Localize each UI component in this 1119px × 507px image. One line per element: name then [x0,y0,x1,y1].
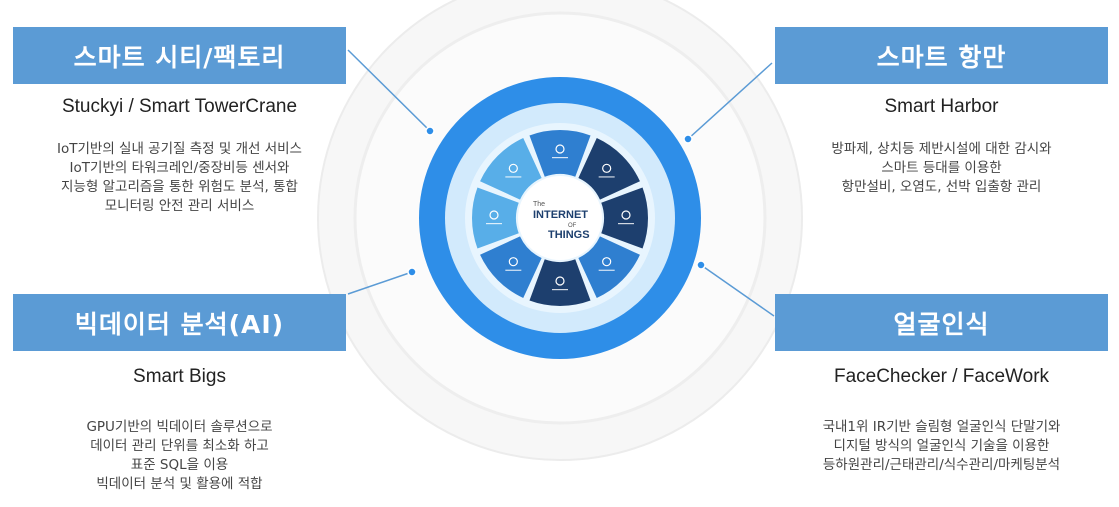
center-internet: INTERNET [533,209,588,221]
desc-line: 방파제, 상치등 제반시설에 대한 감시와 [831,141,1052,157]
segment-caption-mark [505,176,522,178]
segment-icon [555,276,565,286]
segment-icon [602,163,612,173]
segment-icon [508,163,518,173]
segment-caption-mark [552,157,568,159]
connector-dot-bottom-left [407,267,417,277]
desc-line: IoT기반의 타워크레인/중장비등 센서와 [69,160,290,176]
iot-segment [578,236,640,298]
iot-segment [601,187,648,249]
center-the: The [533,201,545,208]
panel-desc-smart-city: IoT기반의 실내 공기질 측정 및 개선 서비스 IoT기반의 타워크레인/중… [13,140,346,216]
connector-top-right [687,62,773,140]
panel-desc-smart-harbor: 방파제, 상치등 제반시설에 대한 감시와 스마트 등대를 이용한 항만설비, … [775,140,1108,197]
iot-segment [480,236,542,298]
panel-title-big-data: 빅데이터 분석(AI) [13,294,346,351]
segment-caption-mark [552,289,568,291]
panel-title-face-recognition: 얼굴인식 [775,294,1108,351]
panel-subtitle-face-recognition: FaceChecker / FaceWork [833,366,1050,387]
panel-desc-face-recognition: 국내1위 IR기반 슬림형 얼굴인식 단말기와 디지털 방식의 얼굴인식 기술을… [775,418,1108,475]
panel-subtitle-big-data: Smart Bigs [133,366,226,387]
connector-bottom-right [700,264,775,317]
desc-line: 등하원관리/근태관리/식수관리/마케팅분석 [822,457,1061,473]
center-disc [518,176,602,260]
desc-line: 국내1위 IR기반 슬림형 얼굴인식 단말기와 [822,419,1061,435]
segment-icon [489,210,499,220]
iot-segment [578,138,640,200]
connector-top-left [347,49,431,132]
panel-title-smart-city: 스마트 시티/팩토리 [13,27,346,84]
center-things: THINGS [548,229,590,241]
connector-dot-top-right [683,134,693,144]
segment-caption-mark [618,223,634,225]
desc-line: 데이터 관리 단위를 최소화 하고 [90,438,269,454]
panel-title-smart-harbor: 스마트 항만 [775,27,1108,84]
iot-segments [472,130,648,306]
iot-segment [529,259,591,306]
center-of: OF [568,223,577,229]
connector-dot-bottom-right [696,260,706,270]
segment-caption-mark [505,269,522,271]
iot-segment [480,138,542,200]
desc-line: IoT기반의 실내 공기질 측정 및 개선 서비스 [57,141,302,157]
panel-desc-big-data: GPU기반의 빅데이터 솔루션으로 데이터 관리 단위를 최소화 하고 표준 S… [13,418,346,494]
desc-line: GPU기반의 빅데이터 솔루션으로 [86,419,273,435]
panel-subtitle-smart-harbor: Smart Harbor [884,96,999,117]
desc-line: 디지털 방식의 얼굴인식 기술을 이용한 [833,438,1050,454]
segment-icon [602,257,612,267]
segment-caption-mark [598,176,615,178]
desc-line: 스마트 등대를 이용한 [881,160,1002,176]
iot-segment [472,187,519,249]
segment-caption-mark [598,269,615,271]
segment-caption-mark [486,223,502,225]
segment-icon [555,144,565,154]
connector-bottom-left [347,271,413,295]
desc-line: 표준 SQL을 이용 [130,457,229,473]
segment-icon [508,257,518,267]
desc-line: 모니터링 안전 관리 서비스 [104,198,255,214]
desc-line: 항만설비, 오염도, 선박 입출항 관리 [841,179,1042,195]
connector-dot-top-left [425,126,435,136]
segment-icon [621,210,631,220]
panel-subtitle-smart-city: Stuckyi / Smart TowerCrane [61,96,298,117]
desc-line: 지능형 알고리즘을 통한 위험도 분석, 통합 [61,179,298,195]
desc-line: 빅데이터 분석 및 활용에 적합 [96,476,263,492]
